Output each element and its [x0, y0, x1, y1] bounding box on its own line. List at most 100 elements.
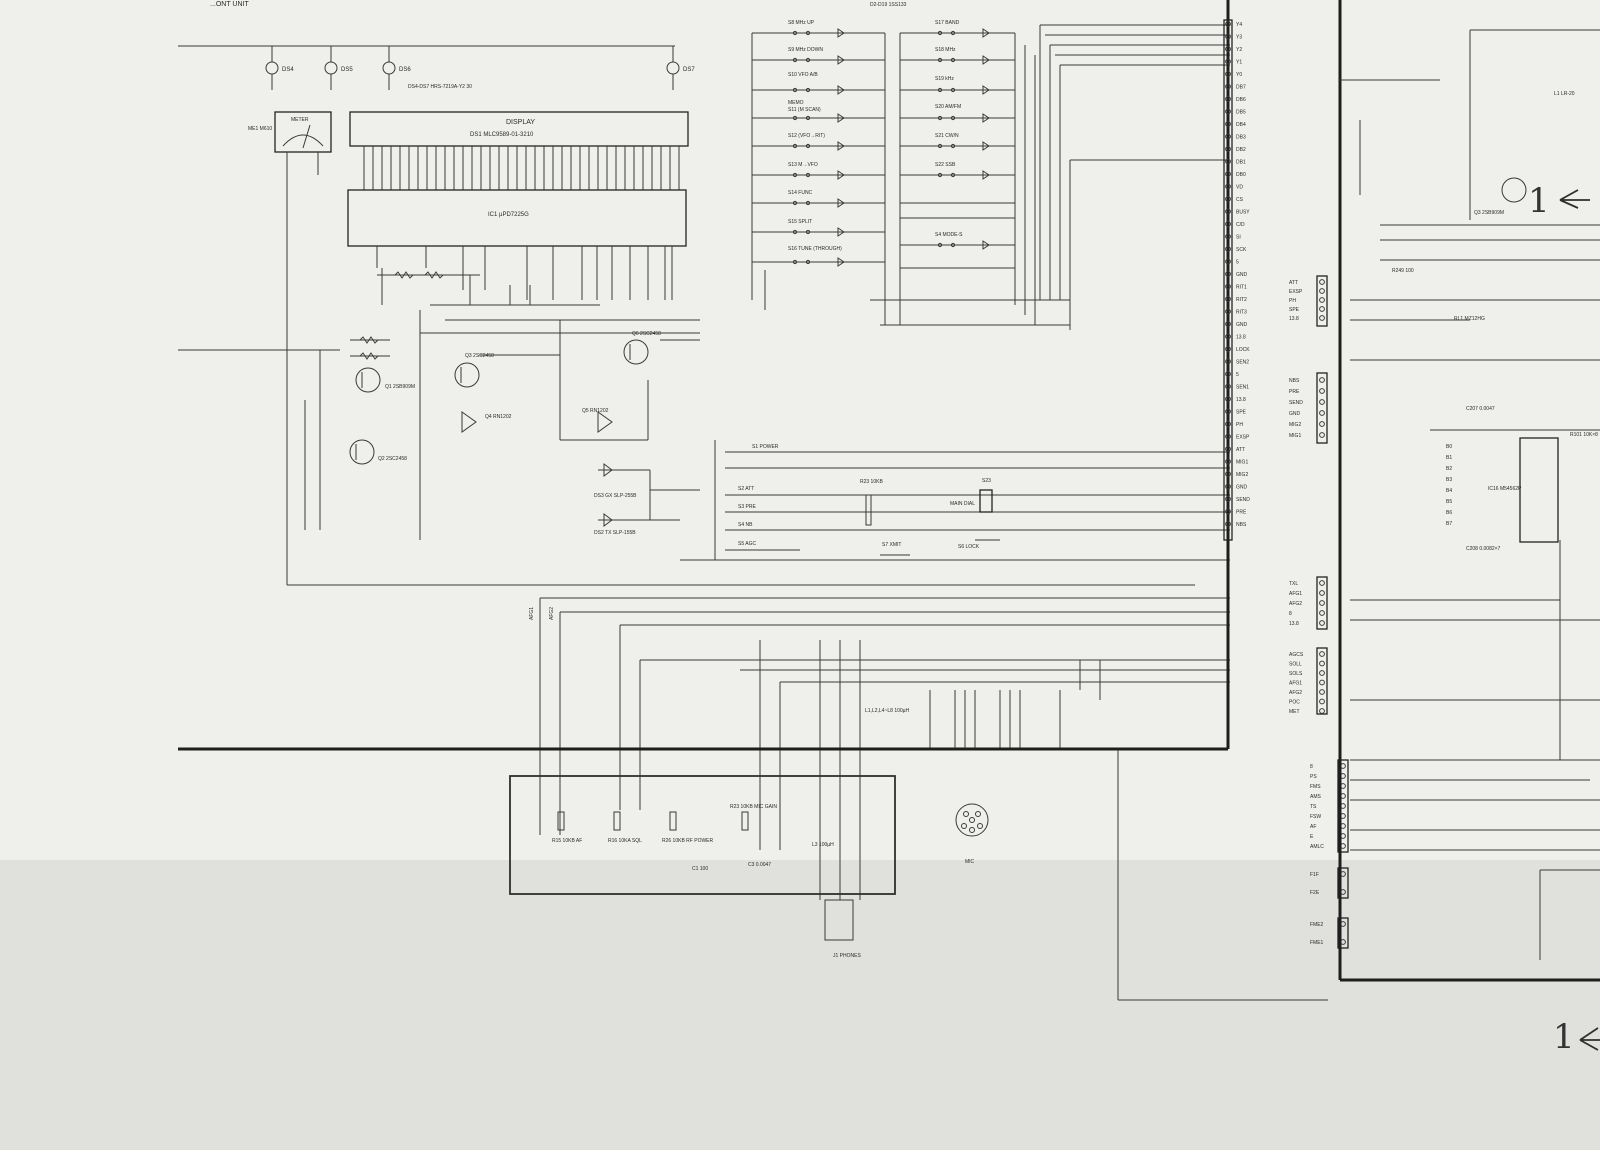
diode-header: D2-D19 1SS133: [870, 2, 907, 8]
j4-pin: [1225, 496, 1231, 502]
svg-text:S9 MHz DOWN: S9 MHz DOWN: [788, 47, 823, 53]
p9-pin-label: 13.8: [1289, 316, 1299, 322]
j4-pin-label: RIT3: [1236, 310, 1247, 316]
j4-pin-label: PH: [1236, 422, 1243, 428]
p9-pin: [1319, 279, 1325, 285]
svg-text:AFG1: AFG1: [529, 607, 535, 620]
r249-label: R249 100: [1392, 268, 1414, 274]
j20-pin-label: FMS: [1310, 784, 1321, 790]
p8-pin-label: MIG2: [1289, 422, 1301, 428]
p10-pin-label: POC: [1289, 700, 1300, 706]
j4-pin: [1225, 71, 1231, 77]
meter: METER ME1 M610: [248, 111, 332, 585]
p10-pin: [1319, 708, 1325, 714]
j4-pin-label: 13.8: [1236, 397, 1246, 403]
j4-pin: [1225, 158, 1231, 165]
j4-pin: [1225, 96, 1231, 102]
connector-j4-labels: Y4Y3Y2Y1Y0DB7DB6DB5DB4DB3DB2DB1DB0VDCSBU…: [1225, 21, 1250, 528]
connector-p9: [1316, 275, 1328, 327]
j4-pin-label: SI: [1236, 235, 1241, 241]
led-label: DS6: [399, 67, 411, 73]
j4-pin: [1225, 271, 1231, 277]
svg-text:Q6 2SC2458: Q6 2SC2458: [632, 331, 661, 337]
svg-text:S21 CW/N: S21 CW/N: [935, 133, 959, 139]
p10-pin: [1319, 679, 1325, 686]
p7-pin: [1319, 590, 1325, 596]
p10-pin: [1319, 651, 1325, 657]
switch-matrix-left: S8 MHz UP S9 MHz DOWN S10 VFO A/B MEMO S…: [751, 2, 907, 310]
j4-pin-label: GND: [1236, 272, 1248, 278]
handwritten-mark: 1: [1528, 181, 1550, 221]
j4-pin-label: DB6: [1236, 97, 1246, 103]
lower-harness: [1079, 660, 1328, 1001]
l1-label: L1 LR-20: [1554, 91, 1575, 97]
j4-pin-label: SEN1: [1236, 385, 1249, 391]
j4-pin-label: 13.8: [1236, 335, 1246, 341]
j20-pin-label: FSW: [1310, 814, 1321, 820]
j4-pin: [1225, 208, 1231, 215]
lock-switch: S6 LOCK: [958, 539, 1000, 550]
phones-jack: J1 PHONES: [824, 899, 861, 959]
j4-pin: [1225, 433, 1231, 440]
svg-text:S4 MODE-S: S4 MODE-S: [935, 232, 963, 238]
connector-j20: [1337, 759, 1349, 853]
j4-pin: [1225, 83, 1231, 90]
connector-p7: [1316, 576, 1328, 630]
j4-pin: [1225, 333, 1231, 340]
p8-pin-label: GND: [1289, 411, 1301, 417]
status-led-ds2: DS2 TX SLP-155B: [594, 513, 636, 536]
j4-pin: [1225, 233, 1231, 240]
j4-pin-label: SPE: [1236, 410, 1247, 416]
j4-pin-label: LOCK: [1236, 347, 1250, 353]
p9-pin-label: ATT: [1289, 280, 1298, 286]
p10-pin: [1319, 689, 1325, 695]
j4-pin: [1225, 396, 1231, 402]
j4-pin: [1225, 508, 1231, 515]
meter-ref: ME1 M610: [248, 126, 272, 132]
svg-text:S23: S23: [982, 478, 991, 484]
p9-pin: [1319, 315, 1325, 321]
led-row: DS4 DS5 DS6 DS7 DS4-DS7 HRS-7219A-Y2 30: [178, 45, 695, 90]
j4-pin-label: MIG2: [1236, 472, 1248, 478]
meter-label: METER: [291, 117, 309, 123]
j4-pin-label: RIT2: [1236, 297, 1247, 303]
svg-text:IC16 M54562P: IC16 M54562P: [1488, 486, 1522, 492]
j4-pin: [1225, 258, 1231, 265]
c207-label: C207 0.0047: [1466, 406, 1495, 412]
svg-text:DS2 TX SLP-155B: DS2 TX SLP-155B: [594, 530, 636, 536]
j22-pin-label: FME2: [1310, 922, 1324, 928]
p10-pin-label: AFG1: [1289, 681, 1302, 687]
switch-row: S4 MODE-S: [900, 232, 1015, 250]
p8-pin: [1319, 410, 1325, 416]
svg-text:Q2 2SC2458: Q2 2SC2458: [378, 456, 407, 462]
j4-pin: [1225, 183, 1231, 190]
j20-pin-label: TS: [1310, 804, 1317, 810]
j4-pin: [1225, 308, 1231, 315]
side-pin-labels: ATTEXSPPHSPE13.8NBSPRESENDGNDMIG2MIG1TXL…: [1289, 279, 1346, 946]
p9-pin-label: SPE: [1289, 307, 1300, 313]
connector-p10: [1316, 647, 1328, 715]
signal-bus: [287, 584, 1230, 900]
display-title: DISPLAY: [506, 119, 535, 126]
svg-text:S14 FUNC: S14 FUNC: [788, 190, 813, 196]
svg-text:S16 TUNE (THROUGH): S16 TUNE (THROUGH): [788, 246, 842, 252]
j20-pin-label: E: [1310, 834, 1314, 840]
j4-pin: [1225, 221, 1231, 227]
j4-pin-label: DB0: [1236, 172, 1246, 178]
svg-text:DS3 GX SLP-255B: DS3 GX SLP-255B: [594, 493, 637, 499]
rf-section: Q3 2SB909M IC16 M54562P C207 0.0047 C208…: [1340, 29, 1600, 960]
rf-power-pot: R26 10KB RF POWER: [662, 811, 714, 844]
switch-row: S18 MHz: [900, 47, 1015, 65]
af-pot: R15 10KB AF: [552, 811, 582, 844]
connector-j4: [1223, 0, 1233, 749]
p10-pin-label: MET: [1289, 709, 1300, 715]
driver-transistors: Q1 2SB909M Q2 2SC2458 Q3 2SC2458 Q4 RN12…: [178, 310, 700, 540]
j4-pin: [1225, 458, 1231, 465]
p9-pin-label: PH: [1289, 298, 1296, 304]
p10-pin-label: SOLL: [1289, 662, 1302, 668]
j4-pin: [1225, 408, 1231, 415]
handwritten-mark: 1: [1553, 1017, 1575, 1057]
p7-pin-label: 13.8: [1289, 621, 1299, 627]
p8-pin-label: PRE: [1289, 389, 1300, 395]
switch-row: S10 VFO A/B: [752, 72, 885, 95]
